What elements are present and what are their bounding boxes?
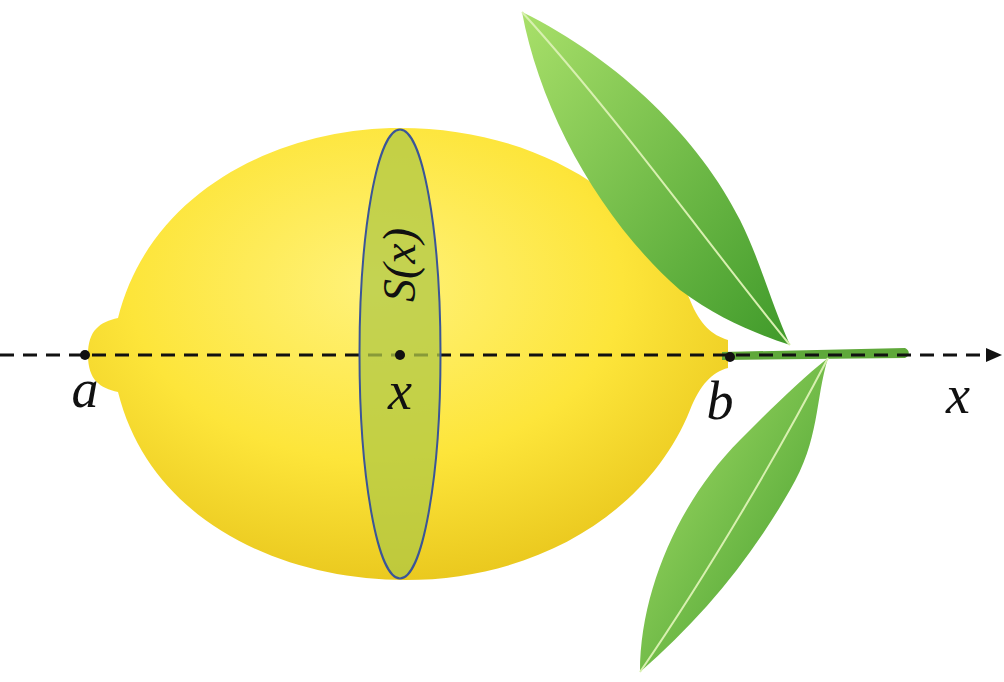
axis-label: x (946, 368, 970, 422)
cross-section-ellipse: S(x) (358, 128, 442, 580)
axis-label: a (72, 362, 99, 416)
ellipse-outline (358, 128, 442, 580)
section-label: S(x) (377, 228, 423, 302)
leaf-vein (640, 358, 828, 672)
axis-label: b (707, 374, 734, 428)
leaf-vein (522, 12, 790, 345)
x-axis (0, 354, 990, 357)
axis-label: x (388, 364, 412, 418)
leaf (640, 358, 828, 672)
leaf (522, 12, 790, 345)
point-dot (80, 350, 90, 360)
axis-arrowhead (986, 348, 1002, 362)
point-dot (725, 352, 735, 362)
